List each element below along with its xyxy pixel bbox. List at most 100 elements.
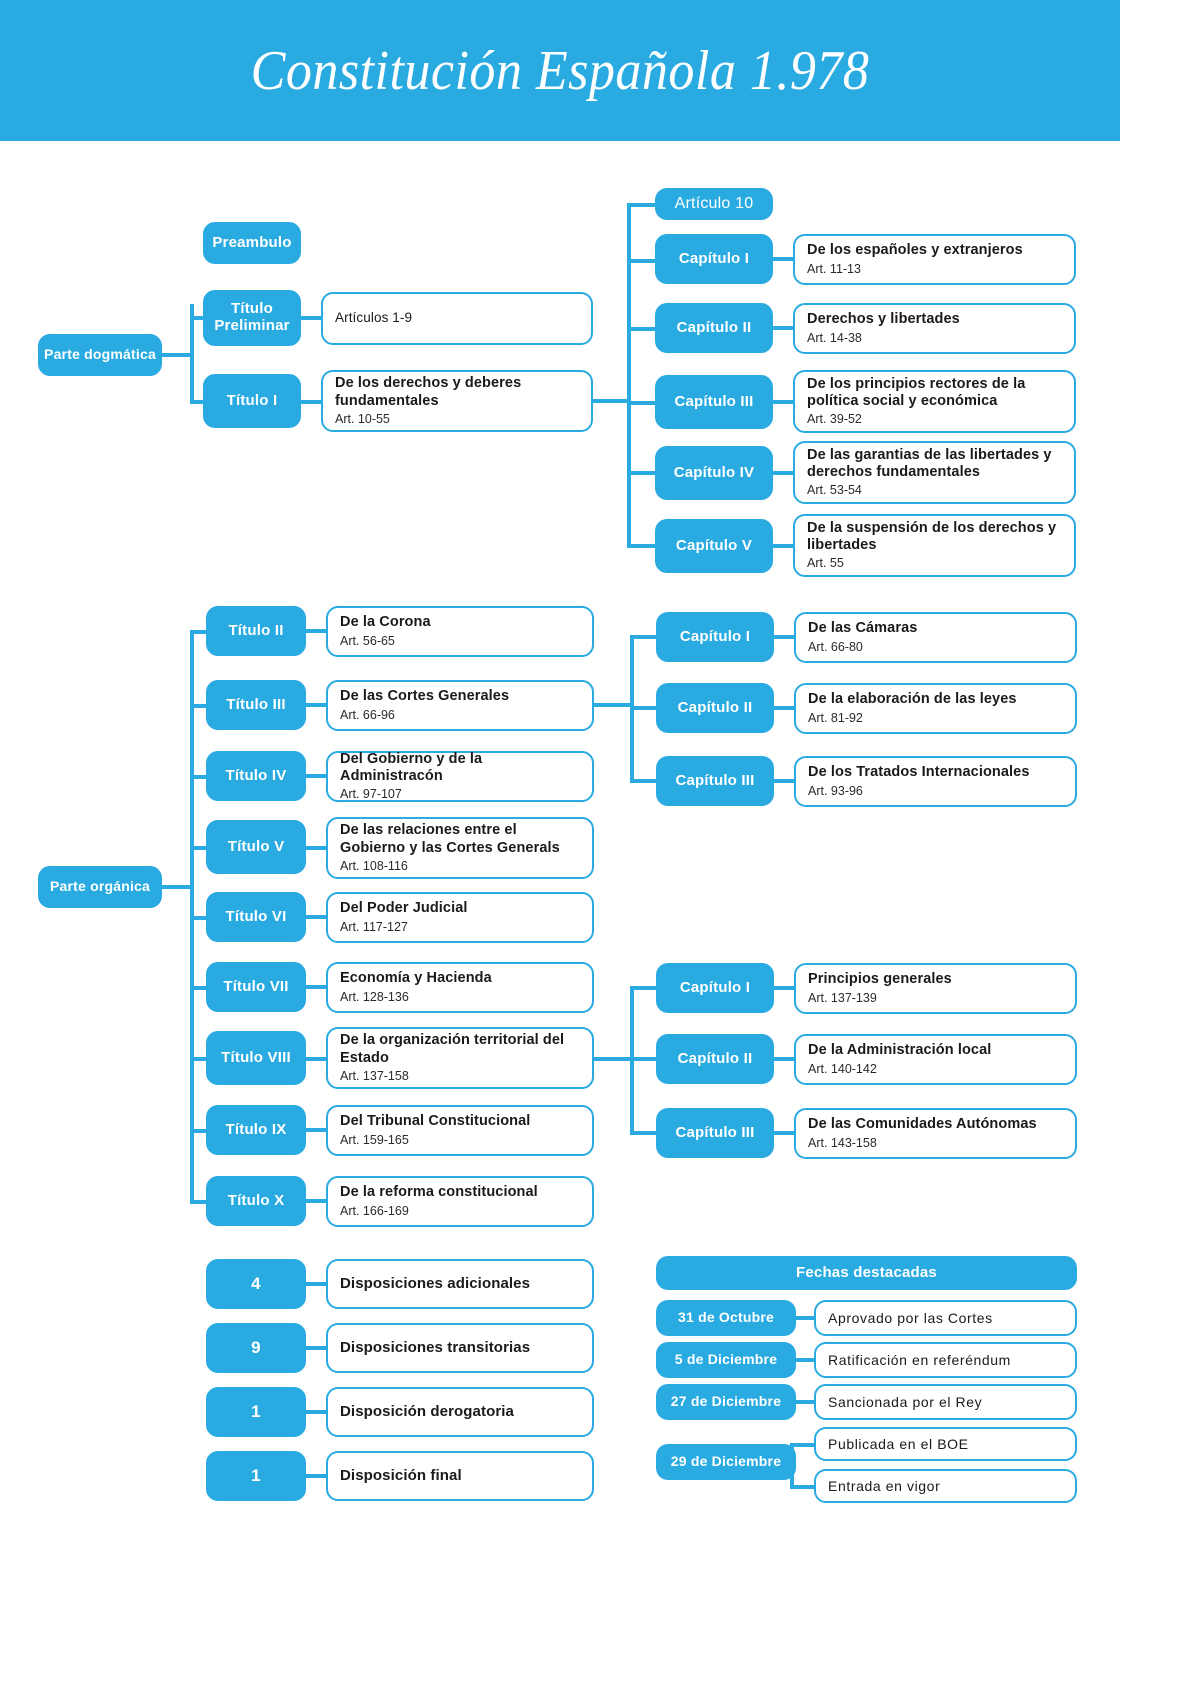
card-subtitle: Art. 143-158 [808,1135,877,1150]
card-titulo-iii: De las Cortes Generales Art. 66-96 [326,680,594,731]
card-titulo-x: De la reforma constitucional Art. 166-16… [326,1176,594,1227]
card-subtitle: Art. 56-65 [340,633,395,648]
card-dog-capitulo-5: De la suspensión de los derechos y liber… [793,514,1076,577]
node-org-capitulo-terr-1[interactable]: Capítulo I [656,963,774,1013]
connector [190,304,194,404]
card-subtitle: Art. 66-96 [340,707,395,722]
card-title: Ratificación en referéndum [828,1351,1011,1368]
card-title: Principios generales [808,971,952,988]
node-titulo-vi[interactable]: Título VI [206,892,306,942]
connector [190,400,212,404]
card-subtitle: Art. 39-52 [807,412,862,427]
node-titulo-x[interactable]: Título X [206,1176,306,1226]
connector [190,986,212,990]
fechas-heading: Fechas destacadas [656,1256,1077,1290]
node-org-capitulo-terr-2[interactable]: Capítulo II [656,1034,774,1084]
card-subtitle: Art. 66-80 [808,639,863,654]
node-dog-capitulo-4[interactable]: Capítulo IV [655,446,773,500]
connector [630,706,658,710]
node-titulo-preliminar[interactable]: Título Preliminar [203,290,301,346]
card-title: De las garantias de las libertades y der… [807,446,1052,480]
connector [190,1200,212,1204]
card-title: De la Corona [340,614,431,631]
card-title: De las relaciones entre el Gobierno y la… [340,822,560,856]
node-titulo-ii[interactable]: Título II [206,606,306,656]
card-subtitle: Art. 137-158 [340,1068,409,1083]
node-fecha-2[interactable]: 5 de Diciembre [656,1342,796,1378]
card-org-capitulo-terr-1: Principios generales Art. 137-139 [794,963,1077,1014]
card-title: Disposición final [340,1467,462,1484]
connector [772,635,796,639]
node-org-capitulo-cortes-3[interactable]: Capítulo III [656,756,774,806]
connector [627,259,657,263]
node-titulo-ix[interactable]: Título IX [206,1105,306,1155]
node-articulo-10[interactable]: Artículo 10 [655,188,773,220]
node-org-capitulo-terr-3[interactable]: Capítulo III [656,1108,774,1158]
card-subtitle: Art. 97-107 [340,787,402,802]
node-dog-capitulo-2[interactable]: Capítulo II [655,303,773,353]
connector [304,915,328,919]
node-org-capitulo-cortes-1[interactable]: Capítulo I [656,612,774,662]
connector [304,1410,328,1414]
connector [627,203,631,546]
connector [772,986,796,990]
card-org-capitulo-cortes-2: De la elaboración de las leyes Art. 81-9… [794,683,1077,734]
node-fecha-1[interactable]: 31 de Octubre [656,1300,796,1336]
node-org-capitulo-cortes-2[interactable]: Capítulo II [656,683,774,733]
card-subtitle: Art. 11-13 [807,261,861,276]
connector [304,1199,328,1203]
card-title: De las Comunidades Autónomas [808,1116,1037,1133]
connector [304,1474,328,1478]
card-title: De los Tratados Internacionales [808,764,1030,781]
root-parte-organica[interactable]: Parte orgánica [38,866,162,908]
root-parte-dogmatica[interactable]: Parte dogmática [38,334,162,376]
connector [299,316,323,320]
card-subtitle: Art. 108-116 [340,858,408,873]
connector [771,257,795,261]
connector [630,635,658,639]
node-disposicion-count-4[interactable]: 1 [206,1451,306,1501]
node-dog-capitulo-1[interactable]: Capítulo I [655,234,773,284]
node-preambulo[interactable]: Preambulo [203,222,301,264]
connector [190,704,212,708]
card-fecha-2: Ratificación en referéndum [814,1342,1077,1378]
connector [771,544,795,548]
connector [299,400,323,404]
card-titulo-v: De las relaciones entre el Gobierno y la… [326,817,594,879]
node-titulo-vii[interactable]: Título VII [206,962,306,1012]
card-title: Disposiciones adicionales [340,1275,531,1292]
connector [627,203,657,207]
connector [190,630,212,634]
node-disposicion-count-1[interactable]: 4 [206,1259,306,1309]
node-disposicion-count-2[interactable]: 9 [206,1323,306,1373]
connector [304,629,328,633]
connector [304,846,328,850]
card-title: Del Poder Judicial [340,900,468,917]
card-org-capitulo-cortes-3: De los Tratados Internacionales Art. 93-… [794,756,1077,807]
card-org-capitulo-cortes-1: De las Cámaras Art. 66-80 [794,612,1077,663]
card-dog-capitulo-4: De las garantias de las libertades y der… [793,441,1076,504]
connector [190,1129,212,1133]
node-dog-capitulo-5[interactable]: Capítulo V [655,519,773,573]
card-title: De los derechos y deberes fundamentales [335,375,522,409]
connector [772,779,796,783]
node-fecha-3[interactable]: 27 de Diciembre [656,1384,796,1420]
node-disposicion-count-3[interactable]: 1 [206,1387,306,1437]
node-dog-capitulo-3[interactable]: Capítulo III [655,375,773,429]
node-titulo-i[interactable]: Título I [203,374,301,428]
connector [790,1443,818,1447]
node-titulo-viii[interactable]: Título VIII [206,1031,306,1085]
card-title: Artículos 1-9 [335,310,413,326]
card-disposicion-3: Disposición derogatoria [326,1387,594,1437]
node-titulo-iv[interactable]: Título IV [206,751,306,801]
card-titulo-ii: De la Corona Art. 56-65 [326,606,594,657]
connector [190,1057,212,1061]
card-title: De la reforma constitucional [340,1184,538,1201]
card-fecha-4-a: Publicada en el BOE [814,1427,1077,1461]
connector [772,1131,796,1135]
card-subtitle: Art. 137-139 [808,990,877,1005]
node-titulo-iii[interactable]: Título III [206,680,306,730]
node-titulo-v[interactable]: Título V [206,820,306,874]
node-fecha-4[interactable]: 29 de Diciembre [656,1444,796,1480]
